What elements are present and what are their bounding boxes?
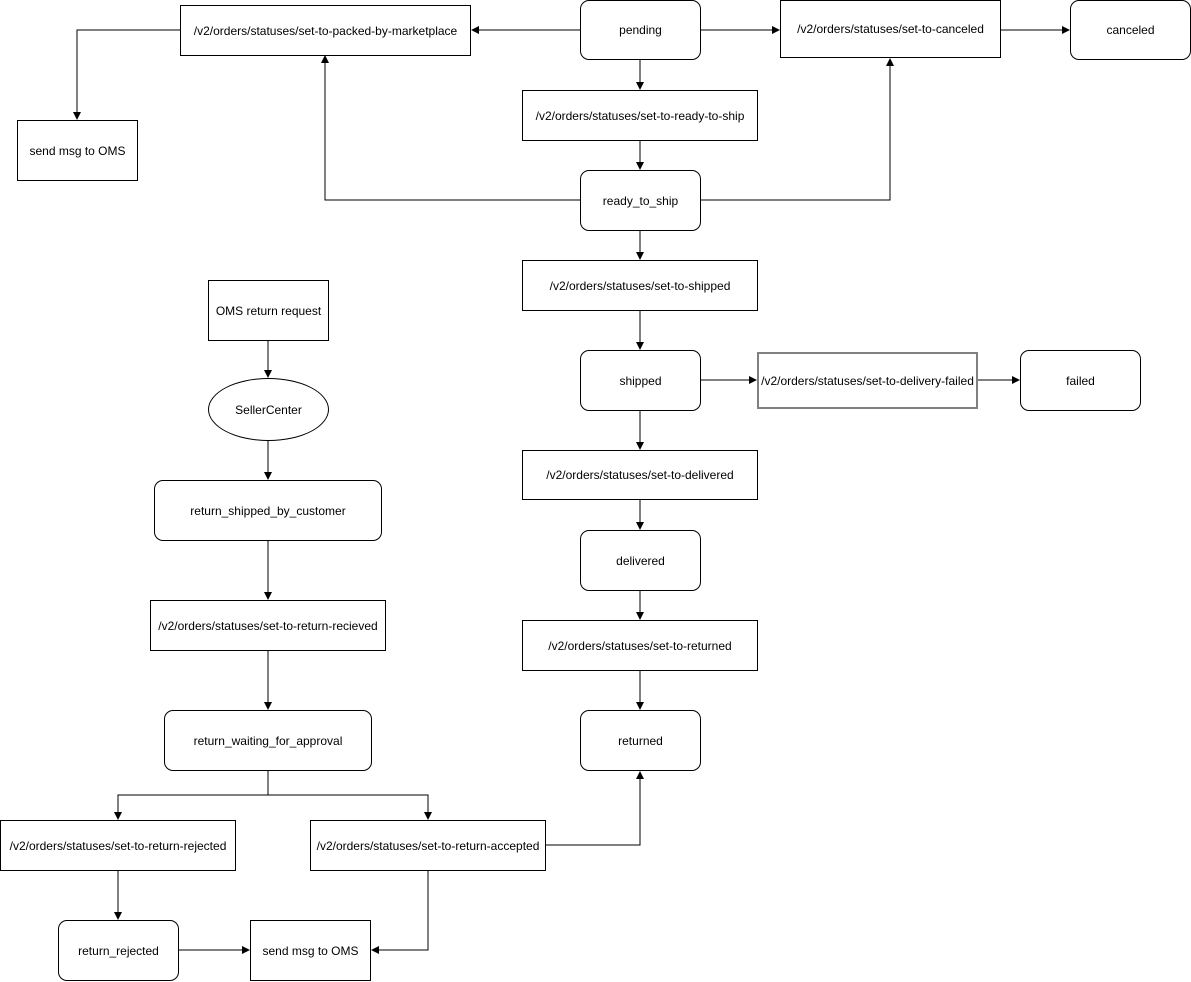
- edge-ready-to-packed: [321, 55, 580, 201]
- node-set-to-delivered: /v2/orders/statuses/set-to-delivered: [522, 450, 758, 500]
- edge-ready-to-canceled-api: [700, 58, 894, 201]
- node-return-shipped-by-customer: return_shipped_by_customer: [154, 480, 382, 541]
- node-label: /v2/orders/statuses/set-to-ready-to-ship: [535, 108, 745, 123]
- node-canceled: canceled: [1070, 0, 1191, 60]
- node-set-to-canceled: /v2/orders/statuses/set-to-canceled: [780, 0, 1001, 58]
- node-return-waiting-for-approval: return_waiting_for_approval: [164, 710, 372, 771]
- node-label: canceled: [1106, 23, 1155, 37]
- node-send-msg-to-oms-top: send msg to OMS: [17, 120, 138, 181]
- node-label: return_shipped_by_customer: [190, 503, 346, 518]
- node-label: /v2/orders/statuses/set-to-return-reject…: [9, 838, 227, 853]
- node-set-to-shipped: /v2/orders/statuses/set-to-shipped: [522, 260, 758, 311]
- node-pending: pending: [580, 0, 701, 60]
- node-set-to-return-rejected: /v2/orders/statuses/set-to-return-reject…: [0, 820, 236, 871]
- edge-packed-to-send-msg: [73, 29, 180, 120]
- node-label: /v2/orders/statuses/set-to-packed-by-mar…: [193, 23, 458, 38]
- node-label: /v2/orders/statuses/set-to-return-accept…: [316, 838, 540, 853]
- node-label: send msg to OMS: [29, 143, 126, 158]
- node-label: /v2/orders/statuses/set-to-canceled: [797, 22, 984, 36]
- node-label: failed: [1066, 373, 1095, 388]
- node-shipped: shipped: [580, 350, 701, 411]
- node-label: /v2/orders/statuses/set-to-delivery-fail…: [761, 373, 974, 388]
- node-label: return_rejected: [78, 943, 159, 958]
- edge-waiting-to-accepted-api: [268, 794, 432, 820]
- node-label: returned: [618, 733, 663, 748]
- node-sellercenter: SellerCenter: [208, 378, 329, 441]
- node-label: send msg to OMS: [262, 943, 359, 958]
- node-label: /v2/orders/statuses/set-to-return-reciev…: [158, 618, 378, 633]
- node-failed: failed: [1020, 350, 1141, 411]
- node-label: /v2/orders/statuses/set-to-delivered: [546, 468, 734, 482]
- node-send-msg-to-oms-bottom: send msg to OMS: [250, 920, 371, 981]
- node-label: /v2/orders/statuses/set-to-shipped: [549, 278, 731, 293]
- node-return-rejected: return_rejected: [58, 920, 179, 981]
- node-set-to-return-recieved: /v2/orders/statuses/set-to-return-reciev…: [150, 600, 386, 651]
- node-ready-to-ship: ready_to_ship: [580, 170, 701, 231]
- node-set-to-ready-to-ship: /v2/orders/statuses/set-to-ready-to-ship: [522, 90, 758, 141]
- node-label: OMS return request: [215, 303, 322, 318]
- node-delivered: delivered: [580, 530, 701, 591]
- node-label: delivered: [616, 553, 665, 568]
- node-label: /v2/orders/statuses/set-to-returned: [548, 638, 732, 653]
- node-label: return_waiting_for_approval: [193, 733, 343, 748]
- node-oms-return-request: OMS return request: [208, 280, 329, 341]
- node-returned: returned: [580, 710, 701, 771]
- node-set-to-return-accepted: /v2/orders/statuses/set-to-return-accept…: [310, 820, 546, 871]
- edge-waiting-to-rejected-api: [114, 770, 269, 820]
- node-label: pending: [619, 23, 662, 37]
- node-set-to-returned: /v2/orders/statuses/set-to-returned: [522, 620, 758, 671]
- node-label: shipped: [619, 373, 662, 388]
- node-label: ready_to_ship: [602, 193, 679, 208]
- node-set-to-packed-by-marketplace: /v2/orders/statuses/set-to-packed-by-mar…: [180, 5, 471, 56]
- edge-accepted-api-to-send-msg: [371, 870, 429, 954]
- node-label: SellerCenter: [235, 402, 302, 417]
- node-set-to-delivery-failed: /v2/orders/statuses/set-to-delivery-fail…: [757, 352, 978, 409]
- edge-accepted-api-to-returned: [545, 771, 644, 846]
